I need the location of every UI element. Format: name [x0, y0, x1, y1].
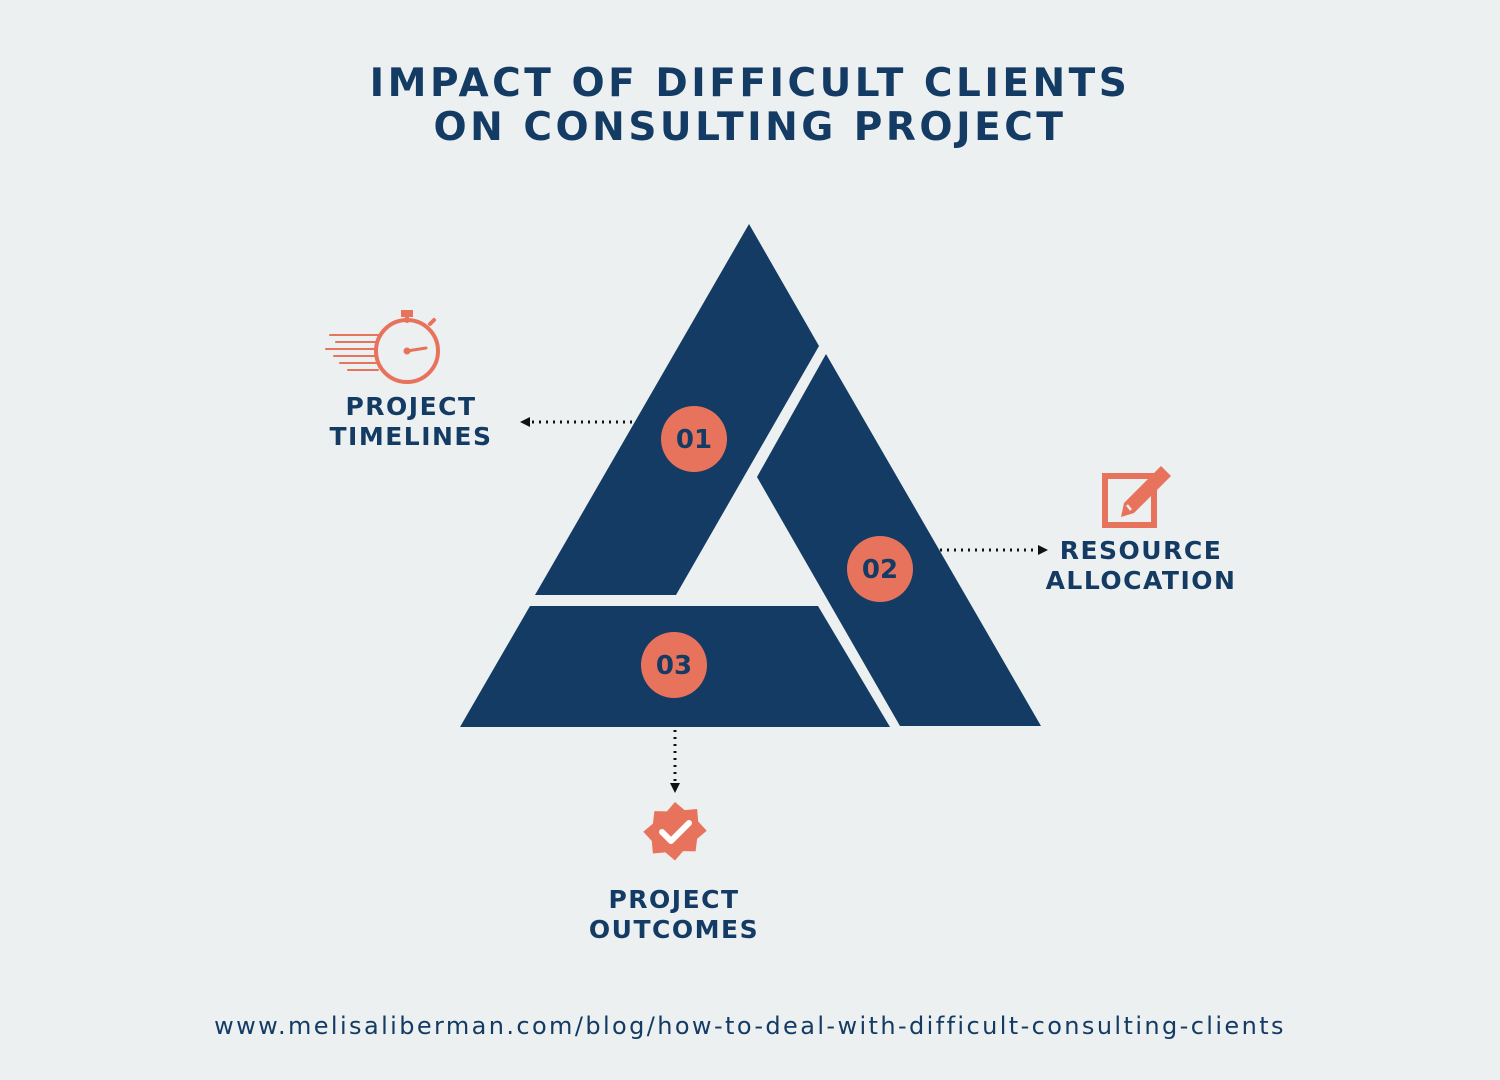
edit-checkbox-icon — [1102, 466, 1171, 528]
number-badge-02: 02 — [847, 536, 913, 602]
stopwatch-icon — [325, 310, 440, 384]
label-resource-allocation-line1: RESOURCE — [1059, 536, 1223, 565]
page-title: IMPACT OF DIFFICULT CLIENTS ON CONSULTIN… — [0, 62, 1500, 150]
label-project-timelines-line1: PROJECT — [345, 392, 477, 421]
label-project-timelines: PROJECT TIMELINES — [300, 392, 522, 452]
verified-badge-icon — [643, 802, 707, 861]
number-badge-03: 03 — [641, 632, 707, 698]
label-project-outcomes-line2: OUTCOMES — [588, 915, 760, 944]
number-badge-01: 01 — [661, 406, 727, 472]
number-01: 01 — [676, 425, 712, 455]
label-project-outcomes: PROJECT OUTCOMES — [554, 885, 794, 945]
segment-02-shape — [757, 354, 1041, 726]
label-resource-allocation-line2: ALLOCATION — [1045, 566, 1237, 595]
label-project-timelines-line2: TIMELINES — [329, 422, 493, 451]
number-03: 03 — [656, 651, 692, 681]
source-url: www.melisaliberman.com/blog/how-to-deal-… — [214, 1012, 1286, 1040]
title-line-2: ON CONSULTING PROJECT — [433, 105, 1067, 150]
title-line-1: IMPACT OF DIFFICULT CLIENTS — [369, 61, 1131, 106]
segment-01-shape — [535, 224, 819, 595]
label-project-outcomes-line1: PROJECT — [608, 885, 740, 914]
label-resource-allocation: RESOURCE ALLOCATION — [1025, 536, 1257, 596]
number-02: 02 — [862, 555, 898, 585]
